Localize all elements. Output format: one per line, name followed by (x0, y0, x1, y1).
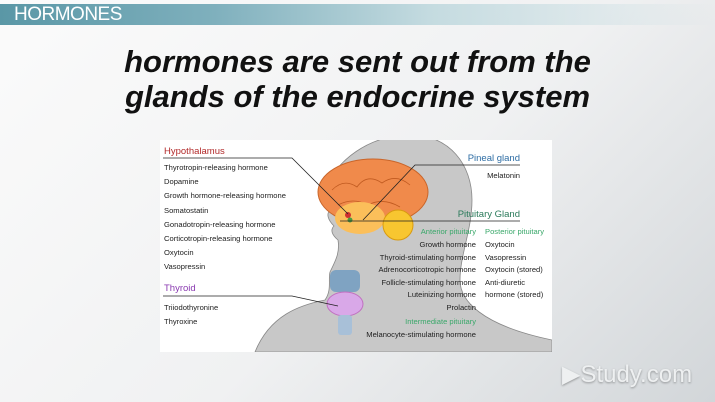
hormone-item: Oxytocin (164, 248, 194, 258)
hormone-item: Growth hormone-releasing hormone (164, 191, 286, 201)
hormone-item: Growth hormone (419, 240, 476, 249)
endocrine-diagram: Hypothalamus Thyrotropin-releasing hormo… (160, 140, 552, 352)
hormone-item: Oxytocin (485, 240, 515, 249)
intermediate-title: Intermediate pituitary (405, 317, 476, 326)
hormone-item: Corticotropin-releasing hormone (164, 234, 273, 243)
hormone-item: Dopamine (164, 177, 199, 187)
hormone-item: hormone (stored) (485, 290, 544, 300)
intermediate-item: Melanocyte-stimulating hormone (366, 330, 476, 339)
head-illustration (163, 140, 552, 352)
headline-line-1: hormones are sent out from the (124, 44, 591, 79)
hormone-item: Thyroxine (164, 317, 198, 326)
logo-text: Study.com (580, 361, 693, 388)
hormone-item: Somatostatin (164, 205, 209, 215)
headline-line-2: glands of the endocrine system (124, 79, 591, 114)
hormone-item: Adrenocorticotropic hormone (378, 265, 476, 275)
hormone-item: Prolactin (446, 303, 476, 312)
posterior-title: Posterior pituitary (485, 227, 545, 236)
hormone-item: Follicle-stimulating hormone (381, 277, 476, 287)
hormone-item: Vasopressin (164, 262, 206, 272)
hormone-item: Oxytocin (stored) (485, 265, 543, 275)
hormone-item: Triiodothyronine (164, 303, 219, 312)
hormone-item: Vasopressin (485, 252, 527, 262)
pineal-item: Melatonin (487, 171, 520, 180)
pineal-title: Pineal gland (467, 153, 520, 164)
hormone-item: Luteinizing hormone (407, 290, 476, 300)
thyroid-title: Thyroid (164, 283, 196, 294)
anterior-title: Anterior pituitary (420, 227, 476, 236)
pituitary-title: Pituitary Gland (457, 209, 520, 220)
header-bar: HORMONES (0, 4, 715, 25)
hormone-item: Anti-diuretic (485, 277, 526, 287)
hypothalamus-title: Hypothalamus (164, 146, 225, 157)
hormone-item: Thyrotropin-releasing hormone (164, 163, 268, 172)
hormone-item: Thyroid-stimulating hormone (379, 252, 476, 262)
study-logo: ▶Study.com (562, 361, 693, 388)
header-title: HORMONES (14, 4, 122, 25)
hormone-item: Gonadotropin-releasing hormone (164, 219, 276, 229)
